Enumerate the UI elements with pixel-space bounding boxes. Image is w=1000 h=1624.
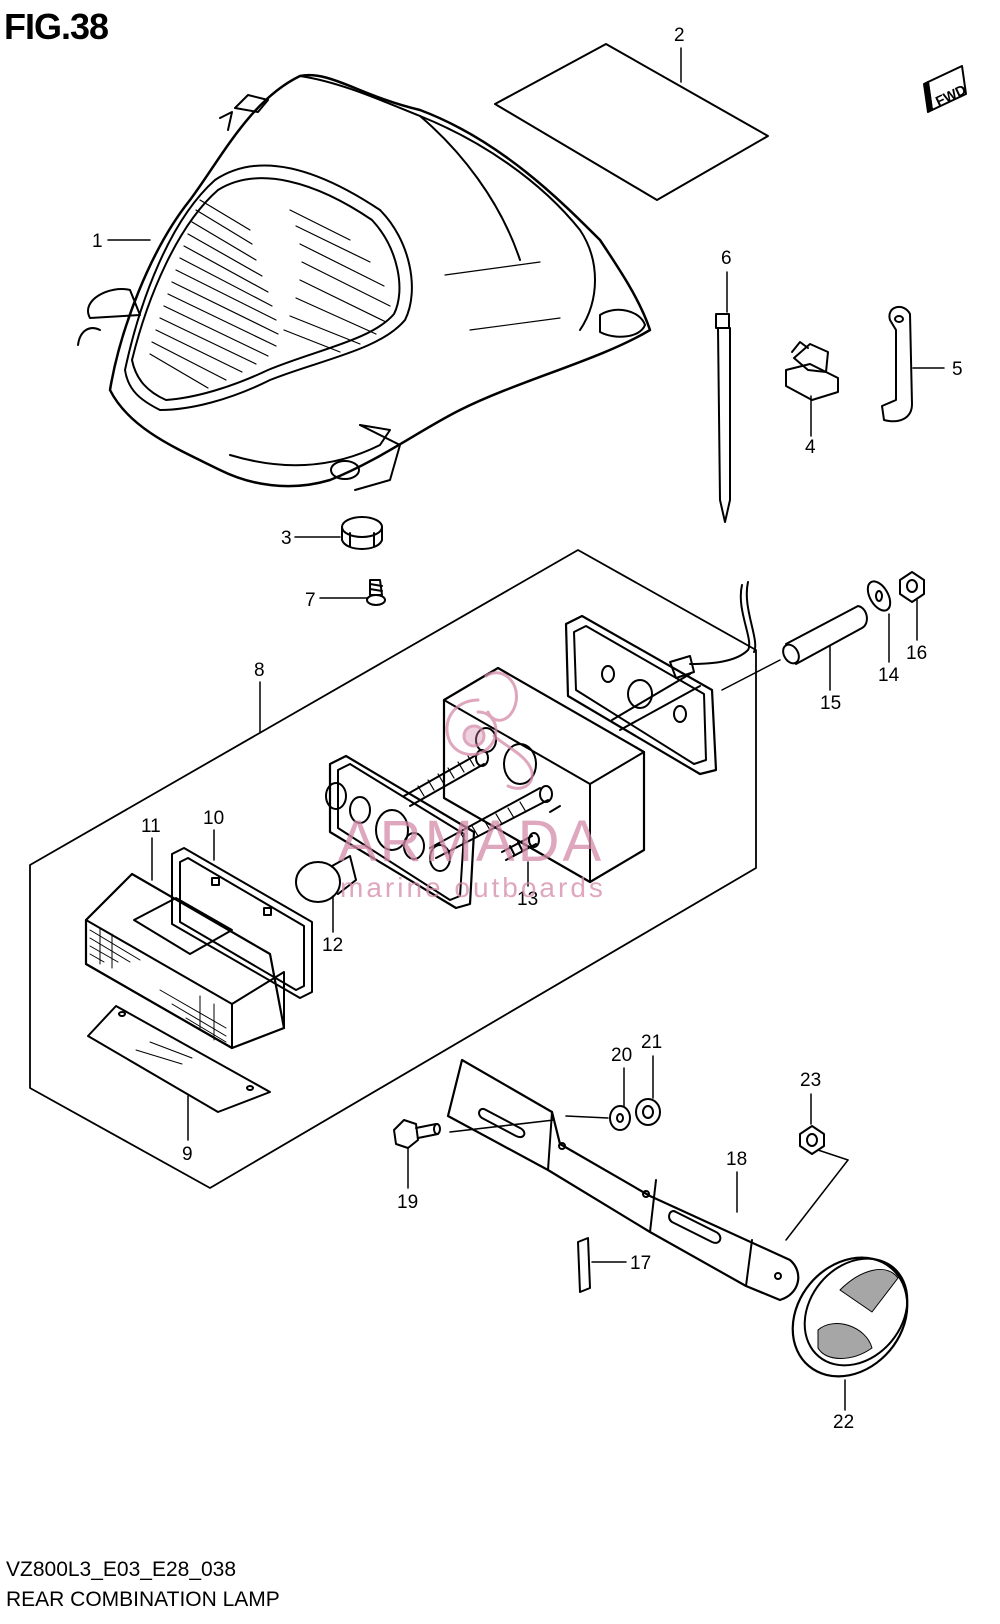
- washer-14: [866, 580, 892, 612]
- lamp-lens: [84, 872, 286, 1050]
- callout-17: 17: [630, 1253, 651, 1274]
- callout-12: 12: [322, 935, 343, 956]
- screw-13: [501, 832, 540, 861]
- callout-labels: 1 2 3 4 5 6 7 8 9 10 11 12 13 14 15 16 1…: [92, 25, 963, 1433]
- callout-14: 14: [878, 665, 900, 686]
- label-17: [577, 1237, 591, 1293]
- callout-21: 21: [641, 1032, 662, 1053]
- mounting-bracket: [446, 1058, 800, 1302]
- assembly-outline: [29, 549, 757, 1189]
- callout-3: 3: [281, 528, 292, 549]
- reflector: [791, 1256, 909, 1378]
- callout-4: 4: [805, 437, 816, 458]
- washer-20: [609, 1105, 631, 1131]
- bolt-19: [393, 1119, 441, 1149]
- callout-1: 1: [92, 231, 103, 252]
- lamp-gasket: [564, 581, 757, 776]
- label-sheet: [494, 43, 769, 201]
- nut-21: [635, 1098, 661, 1126]
- grommet: [341, 516, 383, 550]
- diagram-code: VZ800L3_E03_E28_038: [6, 1558, 237, 1581]
- watermark-subtitle: marine outboards: [340, 872, 606, 903]
- callout-16: 16: [906, 643, 927, 664]
- nut-16: [899, 571, 925, 603]
- callout-6: 6: [721, 248, 732, 269]
- leader-lines: [107, 47, 945, 1411]
- callout-11: 11: [141, 816, 161, 837]
- lens-texture: [89, 927, 227, 1043]
- lens-gasket: [171, 847, 313, 999]
- callout-22: 22: [833, 1412, 854, 1433]
- callout-2: 2: [674, 25, 685, 46]
- callout-8: 8: [254, 660, 265, 681]
- callout-9: 9: [182, 1144, 193, 1165]
- callout-15: 15: [820, 693, 841, 714]
- screw-7: [366, 579, 386, 606]
- callout-5: 5: [952, 359, 963, 380]
- socket-plate: [325, 749, 553, 910]
- watermark-logo-icon: [445, 671, 534, 790]
- nut-23: [799, 1125, 825, 1155]
- bulb-12: [295, 855, 357, 903]
- callout-20: 20: [611, 1045, 632, 1066]
- figure-title: FIG.38: [4, 6, 109, 47]
- callout-18: 18: [726, 1149, 747, 1170]
- wire-bracket: [881, 305, 913, 423]
- lamp-housing: [77, 73, 652, 491]
- diagram-name: REAR COMBINATION LAMP: [6, 1588, 280, 1611]
- callout-19: 19: [397, 1192, 418, 1213]
- callout-23: 23: [800, 1070, 821, 1091]
- callout-13: 13: [517, 889, 538, 910]
- lens-plate: [87, 1005, 271, 1113]
- callout-7: 7: [305, 590, 316, 611]
- watermark-name: ARMADA: [338, 809, 605, 874]
- wire-clamp: [785, 341, 839, 401]
- callout-10: 10: [203, 808, 224, 829]
- spacer-15: [782, 605, 868, 665]
- fwd-badge: FWD: [923, 65, 968, 113]
- cable-tie: [715, 313, 731, 523]
